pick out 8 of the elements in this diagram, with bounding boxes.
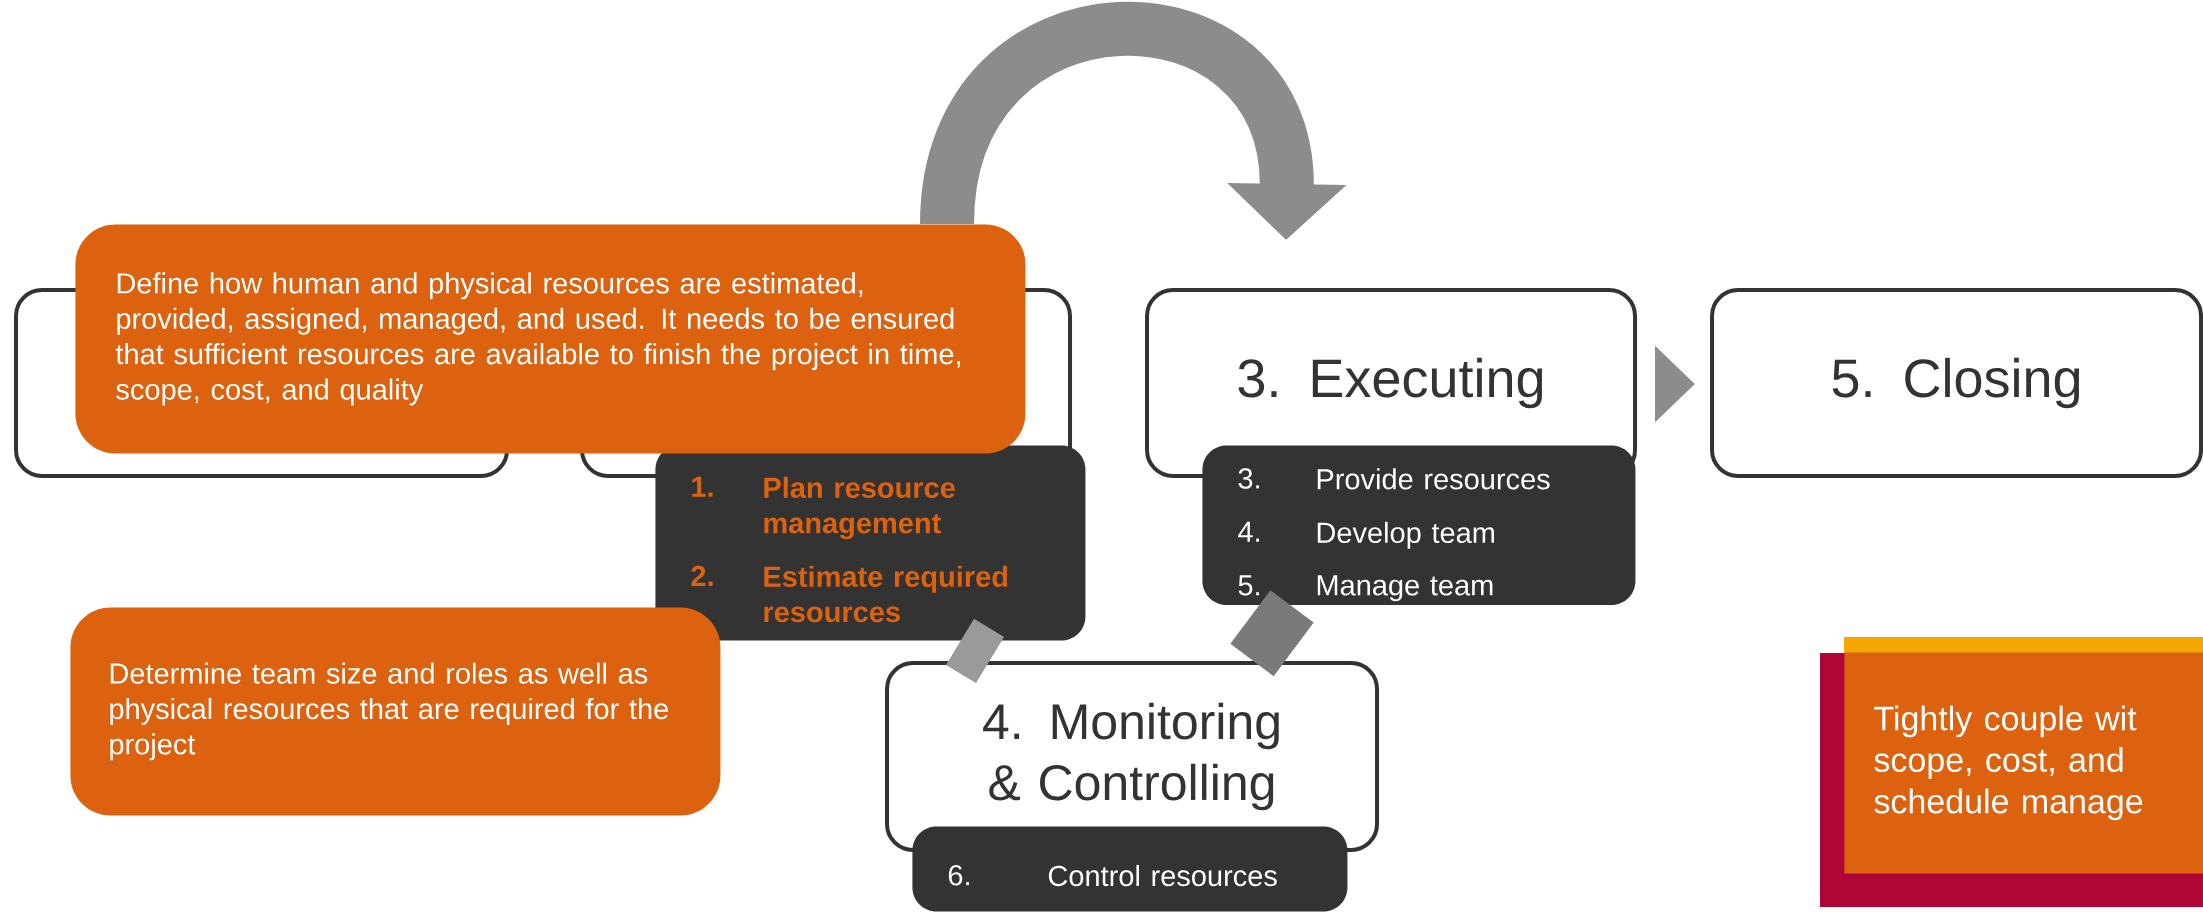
stage-box: 5. Closing: [1710, 288, 2203, 478]
activity-list-box: 1. Plan resource management 2. Estimate required resources: [655, 445, 1086, 641]
callout-box: Determine team size and roles as well as physical resources that are required for the project: [70, 607, 721, 816]
activity-list-box: 3. Provide resources 4. Develop team 5. Manage team: [1202, 445, 1636, 606]
note-box: Tightly couple wit scope, cost, and schedule manage: [1844, 652, 2203, 874]
callout-box: Define how human and physical resources are estimated, provided, assigned, managed, and used. It needs to be ensured that sufficient resources are available to finish the project in time, scope, cost, and quality: [75, 224, 1026, 454]
activity-list-box: 6. Control resources: [912, 826, 1348, 912]
connector-band: [946, 618, 1005, 684]
